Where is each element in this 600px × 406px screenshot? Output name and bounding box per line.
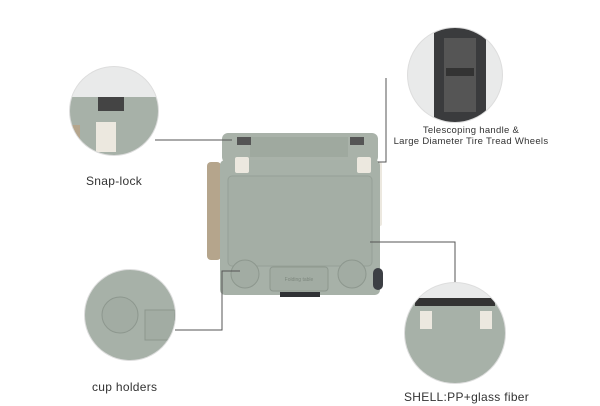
lid-slot-right <box>350 137 364 145</box>
lid-texture <box>250 137 348 157</box>
detail-telescoping-handle <box>408 28 502 122</box>
shell-label: SHELL:PP+glass fiber <box>404 390 530 404</box>
cup-holders-label: cup holders <box>92 380 158 394</box>
wheel <box>373 268 383 290</box>
cup-holder-left <box>230 259 260 289</box>
embossed-text: Folding table <box>285 277 314 283</box>
side-handle <box>207 162 221 260</box>
latch-right <box>357 157 371 173</box>
detail-cup-holders <box>85 270 175 360</box>
leader-shell <box>370 241 456 285</box>
detail-shell <box>405 283 505 383</box>
front-panel <box>227 175 373 267</box>
drain-plug <box>280 292 320 297</box>
lid-slot-left <box>237 137 251 145</box>
leader-handle <box>378 78 387 163</box>
snap-lock-label: Snap-lock <box>86 174 143 188</box>
cup-holder-right <box>337 259 367 289</box>
handle-label-line2: Large Diameter Tire Tread Wheels <box>393 136 549 147</box>
detail-snap-lock <box>70 67 158 155</box>
table-recess <box>269 266 329 292</box>
latch-left <box>235 157 249 173</box>
handle-label-line1: Telescoping handle & <box>422 125 520 136</box>
leader-cup <box>175 270 240 331</box>
